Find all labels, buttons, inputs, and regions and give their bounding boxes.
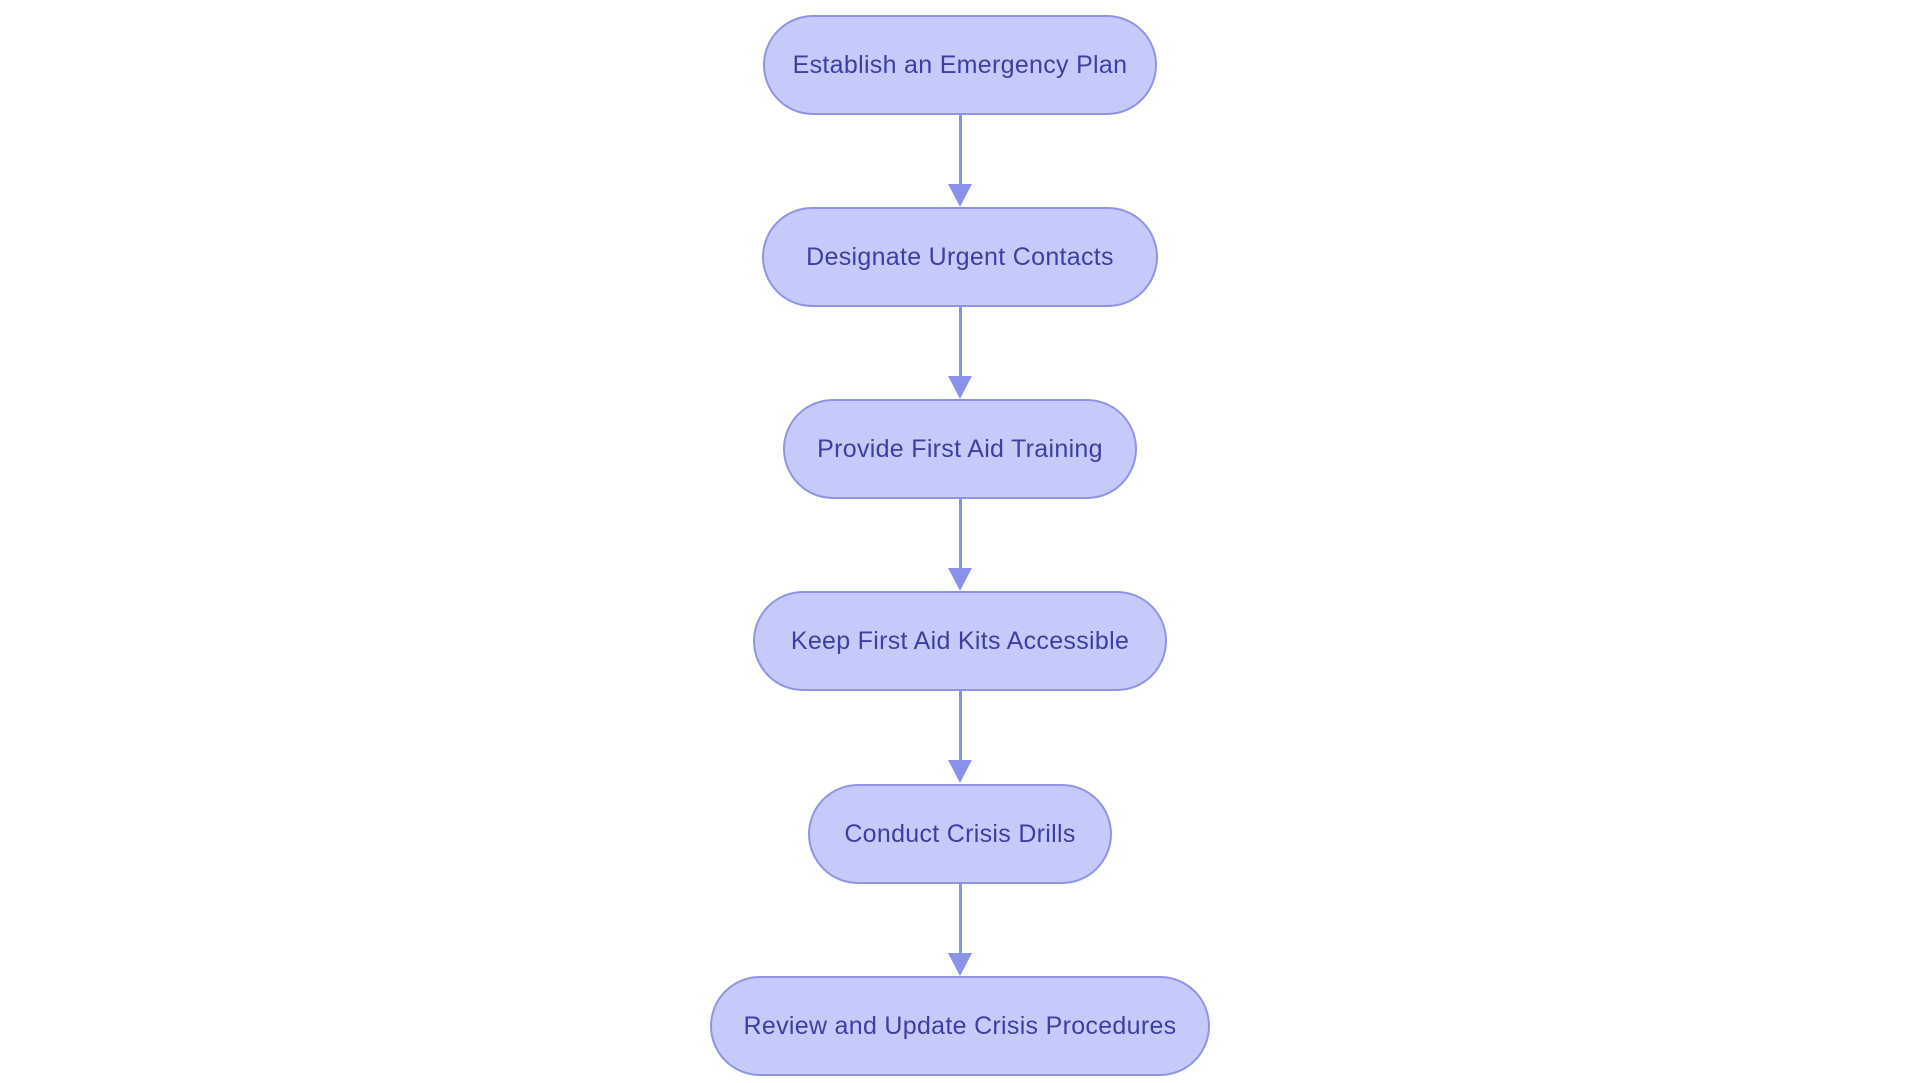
flow-node-conduct-crisis-drills: Conduct Crisis Drills	[808, 784, 1112, 884]
arrow-head-down-icon	[948, 184, 972, 207]
flow-arrow-1-2	[948, 115, 972, 207]
arrow-shaft	[958, 884, 962, 954]
flow-arrow-2-3	[948, 307, 972, 399]
flow-node-keep-first-aid-kits-accessible: Keep First Aid Kits Accessible	[753, 591, 1167, 691]
arrow-head-down-icon	[948, 760, 972, 783]
flow-node-label: Review and Update Crisis Procedures	[743, 1011, 1177, 1040]
arrow-shaft	[958, 499, 962, 569]
flow-node-provide-first-aid-training: Provide First Aid Training	[783, 399, 1137, 499]
flow-node-label: Provide First Aid Training	[817, 434, 1103, 463]
arrow-shaft	[958, 307, 962, 377]
flow-node-label: Conduct Crisis Drills	[844, 819, 1076, 848]
flow-arrow-4-5	[948, 691, 972, 783]
flow-node-label: Designate Urgent Contacts	[806, 242, 1114, 271]
arrow-shaft	[958, 115, 962, 185]
arrow-head-down-icon	[948, 568, 972, 591]
flow-node-label: Keep First Aid Kits Accessible	[790, 626, 1130, 655]
flow-arrow-3-4	[948, 499, 972, 591]
flow-node-review-update-crisis-procedures: Review and Update Crisis Procedures	[710, 976, 1210, 1076]
flow-node-establish-emergency-plan: Establish an Emergency Plan	[763, 15, 1157, 115]
flow-node-designate-urgent-contacts: Designate Urgent Contacts	[762, 207, 1158, 307]
arrow-shaft	[958, 691, 962, 761]
arrow-head-down-icon	[948, 953, 972, 976]
arrow-head-down-icon	[948, 376, 972, 399]
flow-arrow-5-6	[948, 884, 972, 976]
flow-node-label: Establish an Emergency Plan	[792, 50, 1128, 79]
